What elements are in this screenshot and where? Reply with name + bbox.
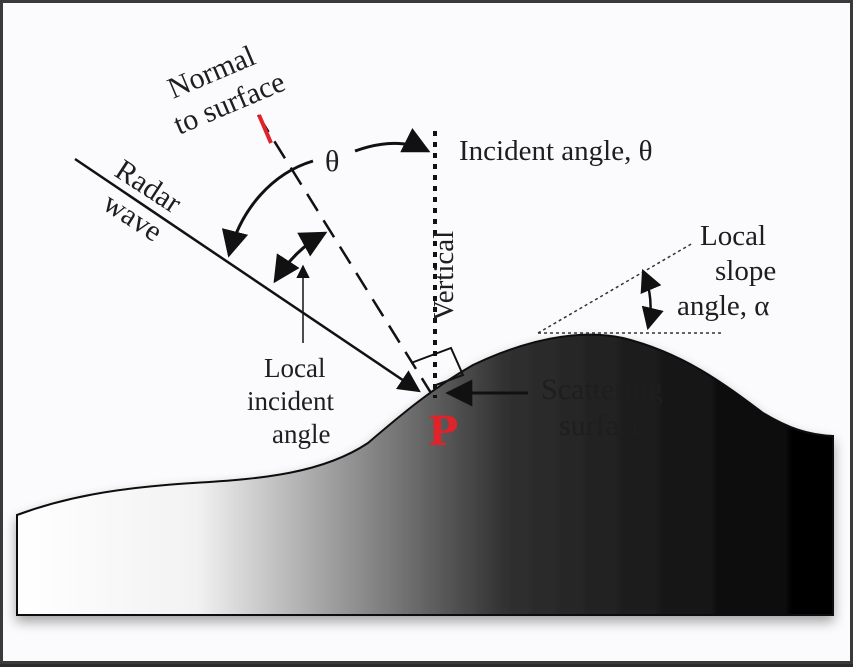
scattering-label-line1: Scattering xyxy=(541,373,663,406)
local-incident-angle-arc xyxy=(273,231,328,284)
local-slope-label-line1: Local xyxy=(700,220,766,252)
scattering-label-line2: surface xyxy=(559,409,646,442)
point-marker-label: P xyxy=(428,408,458,455)
local-incident-label-line2: incident xyxy=(247,386,334,416)
local-slope-label-line3: angle, α xyxy=(677,290,770,322)
vertical-label: Vertical xyxy=(428,231,460,321)
radar-geometry-diagram: P Normal to surface θ Incident angle, θ … xyxy=(16,39,834,616)
red-annotation-stroke xyxy=(257,114,273,144)
incident-angle-arc xyxy=(221,159,314,258)
local-slope-label-line2: slope xyxy=(715,255,776,287)
incident-angle-pointer xyxy=(354,128,431,153)
surface-normal-line xyxy=(256,114,433,394)
slope-angle-arc xyxy=(640,268,664,331)
terrain-surface xyxy=(16,333,834,616)
radar-wave-line xyxy=(74,157,421,393)
theta-top-label: θ xyxy=(325,145,339,178)
local-incident-label-line1: Local xyxy=(264,353,325,383)
local-incident-label-line3: angle xyxy=(272,419,330,449)
slope-tangent-line xyxy=(537,242,694,334)
incident-angle-label: Incident angle, θ xyxy=(459,135,652,167)
